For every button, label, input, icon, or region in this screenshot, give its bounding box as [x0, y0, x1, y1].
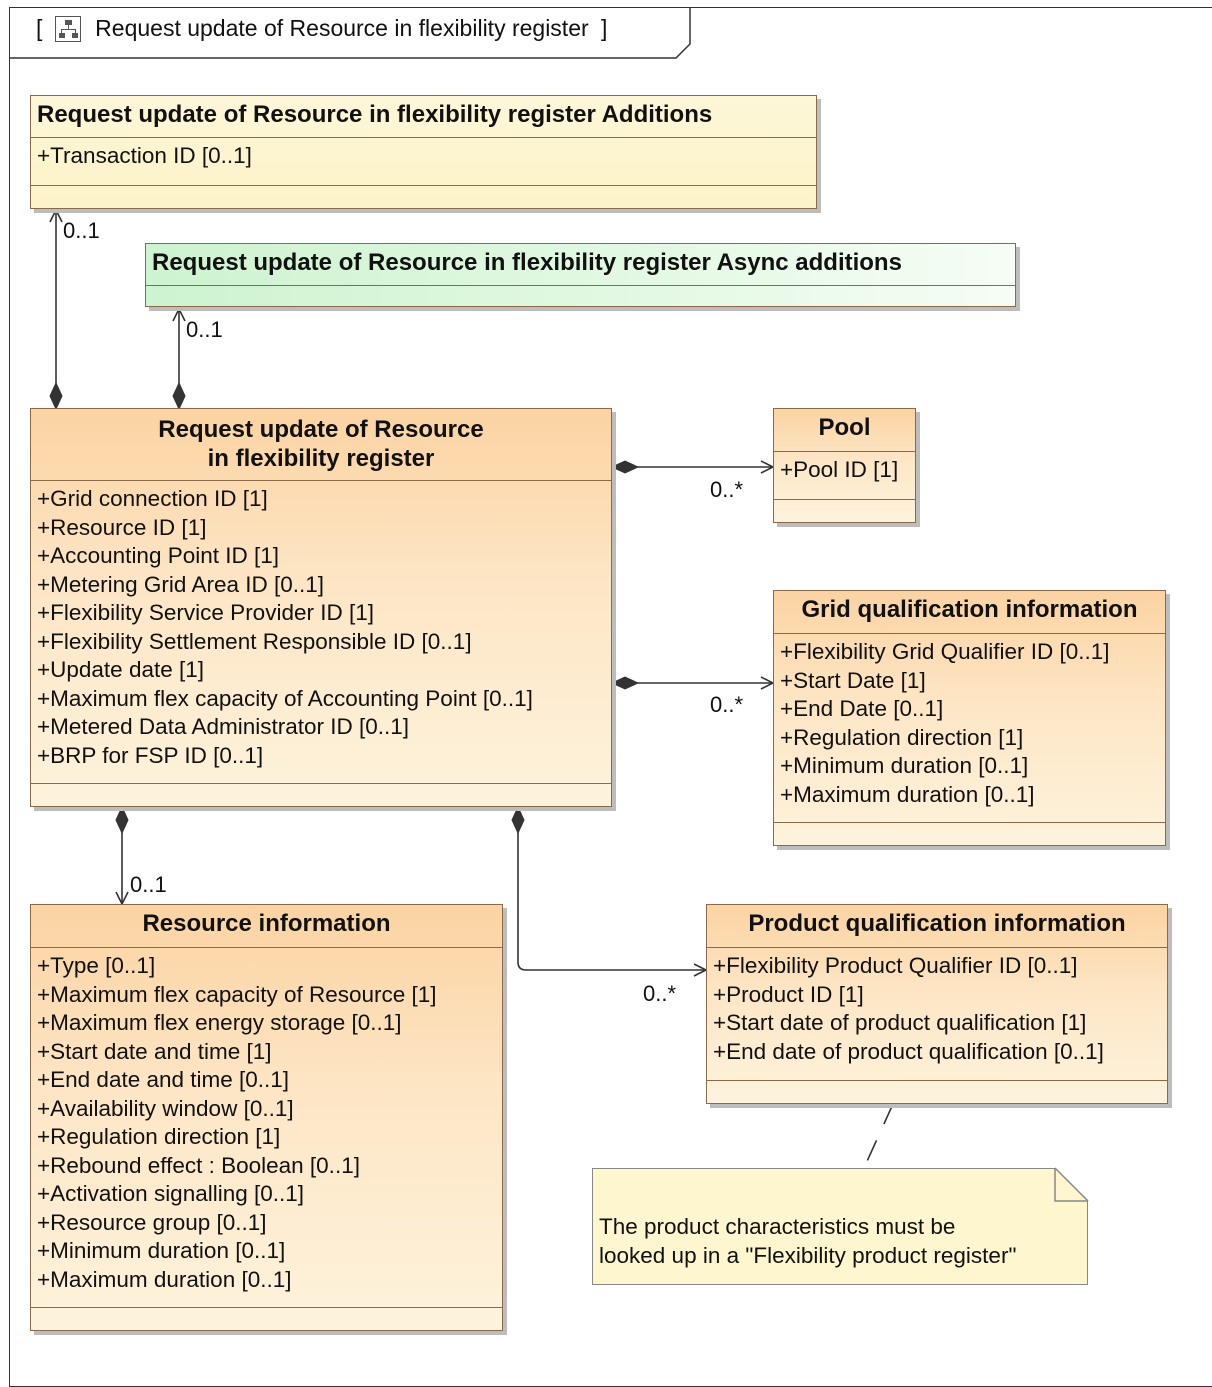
attribute: +Activation signalling [0..1]	[37, 1181, 305, 1206]
attribute: +Regulation direction [1]	[780, 724, 1024, 750]
class-pool[interactable]: Pool +Pool ID [1]	[773, 408, 916, 523]
class-resource-information-name: Resource information	[31, 905, 502, 948]
class-main[interactable]: Request update of Resource in flexibilit…	[30, 408, 612, 807]
attribute: +Maximum duration [0..1]	[780, 781, 1035, 807]
attribute: +Product ID [1]	[713, 981, 864, 1007]
class-product-qualification-attributes: +Flexibility Product Qualifier ID [0..1]…	[707, 948, 1167, 1066]
class-product-qualification[interactable]: Product qualification information +Flexi…	[706, 904, 1168, 1104]
class-resource-information[interactable]: Resource information +Type [0..1] +Maxim…	[30, 904, 503, 1331]
attribute: +Maximum duration [0..1]	[37, 1266, 292, 1292]
attribute: +Availability window [0..1]	[37, 1095, 294, 1121]
attribute: +End date of product qualification [0..1…	[713, 1038, 1104, 1064]
class-main-name-line1: Request update of Resource	[158, 416, 484, 443]
attribute: +Flexibility Service Provider ID [1]	[37, 600, 374, 625]
attribute: +Flexibility Settlement Responsible ID […	[37, 628, 472, 654]
class-operations-compartment	[774, 499, 915, 522]
multiplicity-resource-information: 0..1	[130, 872, 167, 897]
class-operations-compartment	[707, 1080, 1167, 1103]
diagram-title: [ Request update of Resource in flexibil…	[36, 15, 613, 42]
note[interactable]	[592, 1168, 1088, 1285]
attribute: +Maximum flex capacity of Resource [1]	[37, 981, 437, 1007]
class-pool-attributes: +Pool ID [1]	[774, 452, 915, 485]
note-text: The product characteristics must be look…	[599, 1212, 1016, 1270]
class-grid-qualification[interactable]: Grid qualification information +Flexibil…	[773, 590, 1166, 846]
attribute: +Resource ID [1]	[37, 514, 207, 540]
attribute: +Grid connection ID [1]	[37, 486, 268, 511]
multiplicity-async-additions: 0..1	[186, 317, 223, 342]
attribute: +Metered Data Administrator ID [0..1]	[37, 714, 410, 739]
multiplicity-grid-qualification: 0..*	[710, 692, 744, 717]
note-line: The product characteristics must be	[599, 1214, 956, 1239]
attribute: +Metering Grid Area ID [0..1]	[37, 571, 325, 597]
attribute: +Type [0..1]	[37, 953, 156, 978]
composition-diamond-pool	[610, 460, 640, 474]
multiplicity-pool: 0..*	[710, 477, 744, 502]
class-operations-compartment	[774, 822, 1165, 845]
attribute: +End Date [0..1]	[780, 696, 944, 721]
attribute: +Regulation direction [1]	[37, 1124, 281, 1149]
class-grid-qualification-attributes: +Flexibility Grid Qualifier ID [0..1] +S…	[774, 634, 1165, 809]
class-operations-compartment	[31, 1307, 502, 1330]
class-product-qualification-name: Product qualification information	[707, 905, 1167, 948]
class-additions-name: Request update of Resource in flexibilit…	[31, 96, 816, 138]
attribute: +Maximum flex capacity of Accounting Poi…	[37, 685, 533, 711]
composition-diamond-grid	[610, 676, 640, 690]
multiplicity-additions: 0..1	[63, 218, 100, 243]
class-operations-compartment	[31, 185, 816, 208]
class-additions-attributes: +Transaction ID [0..1]	[31, 138, 816, 171]
attribute: +Update date [1]	[37, 657, 205, 682]
frame-title-tab	[9, 7, 691, 59]
attribute: +Rebound effect : Boolean [0..1]	[37, 1152, 360, 1178]
attribute: +Maximum flex energy storage [0..1]	[37, 1010, 402, 1035]
class-main-attributes: +Grid connection ID [1] +Resource ID [1]…	[31, 481, 611, 770]
note-anchor-line	[863, 1103, 894, 1169]
attribute: +End date and time [0..1]	[37, 1067, 290, 1092]
class-grid-qualification-name: Grid qualification information	[774, 591, 1165, 634]
assoc-main-product	[517, 808, 706, 971]
attribute: +Resource group [0..1]	[37, 1209, 267, 1235]
attribute: +Flexibility Grid Qualifier ID [0..1]	[780, 639, 1110, 664]
class-main-name-line2: in flexibility register	[207, 445, 435, 472]
attribute: +Flexibility Product Qualifier ID [0..1]	[713, 953, 1078, 978]
attribute: +BRP for FSP ID [0..1]	[37, 742, 264, 768]
multiplicity-product-qualification: 0..*	[643, 981, 677, 1006]
frame-title-text: Request update of Resource in flexibilit…	[95, 15, 589, 41]
class-resource-information-attributes: +Type [0..1] +Maximum flex capacity of R…	[31, 948, 502, 1294]
attribute: +Pool ID [1]	[780, 457, 899, 482]
attribute: +Start Date [1]	[780, 667, 926, 693]
class-async-additions[interactable]: Request update of Resource in flexibilit…	[145, 243, 1016, 307]
class-operations-compartment	[31, 783, 611, 806]
class-additions[interactable]: Request update of Resource in flexibilit…	[30, 95, 817, 209]
composition-diamond-resource	[115, 805, 129, 835]
note-line: looked up in a "Flexibility product regi…	[599, 1243, 1017, 1268]
attribute: +Accounting Point ID [1]	[37, 543, 280, 568]
class-async-additions-name: Request update of Resource in flexibilit…	[146, 244, 1015, 286]
class-main-name: Request update of Resource in flexibilit…	[31, 409, 611, 481]
attribute: +Minimum duration [0..1]	[37, 1238, 286, 1263]
attribute: +Start date and time [1]	[37, 1038, 272, 1064]
diagram-icon	[54, 16, 81, 42]
attribute: +Transaction ID [0..1]	[37, 143, 252, 168]
attribute: +Minimum duration [0..1]	[780, 753, 1029, 778]
class-pool-name: Pool	[774, 409, 915, 452]
attribute: +Start date of product qualification [1]	[713, 1010, 1087, 1035]
frame-close-bracket: ]	[601, 15, 608, 41]
composition-diamond-product	[511, 805, 525, 835]
frame-open-bracket: [	[36, 15, 43, 41]
